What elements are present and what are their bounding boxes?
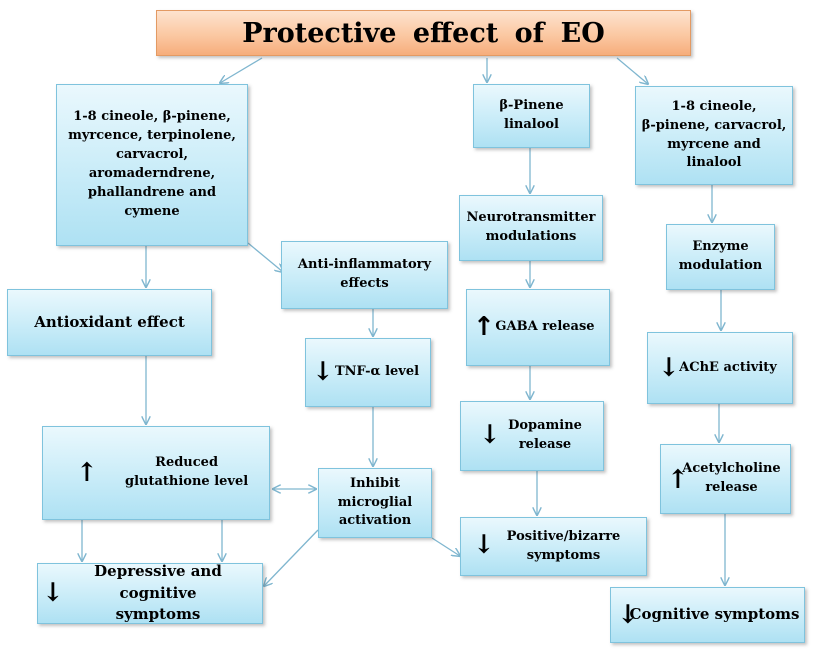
box-ache: ↓ AChE activity (647, 332, 793, 404)
microglial-label: Inhibit microglial activation (337, 475, 413, 529)
diagram-title: Protective effect of EO (242, 17, 605, 49)
ache-label: AChE activity (679, 359, 777, 375)
box-microglial: Inhibit microglial activation (318, 468, 432, 538)
box-compounds-right: 1-8 cineole, β-pinene, carvacrol, myrcen… (635, 86, 793, 185)
arrow-compounds-to-antiinflammatory (247, 242, 283, 272)
acetylcholine-label: Acetylcholine release (682, 461, 781, 495)
gaba-label: GABA release (495, 319, 595, 335)
arrow-title-to-right (616, 57, 648, 84)
box-compounds-mid: β-Pinene linalool (473, 84, 590, 148)
compounds-right-label: 1-8 cineole, β-pinene, carvacrol, myrcen… (641, 98, 787, 171)
enzyme-label: Enzyme modulation (678, 239, 763, 273)
compounds-left-label: 1-8 cineole, β-pinene, myrcence, terpino… (68, 109, 236, 219)
box-dopamine: ↓ Dopamine release (460, 401, 604, 471)
title-box: Protective effect of EO (156, 10, 691, 56)
down-arrow-icon: ↓ (473, 530, 495, 560)
arrow-microglial-to-positive (431, 537, 460, 556)
cognitive-label: Cognitive symptoms (629, 605, 800, 624)
box-neurotransmitter: Neurotransmitter modulations (459, 195, 603, 261)
glutathione-label: Reduced glutathione level (125, 455, 249, 489)
arrow-microglial-to-depressive (264, 529, 319, 586)
depressive-label: Depressive and cognitive symptoms (94, 561, 222, 624)
up-arrow-icon: ↑ (667, 465, 689, 495)
box-positive: ↓ Positive/bizarre symptoms (460, 517, 647, 576)
anti-inflammatory-label: Anti-inflammatory effects (297, 257, 432, 291)
dopamine-label: Dopamine release (508, 418, 582, 452)
tnf-label: TNF-α level (334, 364, 420, 380)
box-glutathione: ↑ Reduced glutathione level (42, 426, 270, 520)
positive-label: Positive/bizarre symptoms (506, 528, 621, 563)
antioxidant-label: Antioxidant effect (34, 312, 185, 331)
box-depressive: ↓ Depressive and cognitive symptoms (37, 561, 263, 624)
down-arrow-icon: ↓ (617, 600, 639, 630)
down-arrow-icon: ↓ (312, 357, 334, 387)
neurotransmitter-label: Neurotransmitter modulations (466, 210, 596, 244)
down-arrow-icon: ↓ (658, 353, 680, 383)
box-tnf: ↓ TNF-α level (305, 338, 431, 407)
box-antioxidant: Antioxidant effect (7, 289, 212, 356)
arrow-title-to-left (220, 57, 263, 83)
compounds-mid-label: β-Pinene linalool (499, 98, 564, 132)
box-cognitive: ↓ Cognitive symptoms (610, 587, 805, 643)
down-arrow-icon: ↓ (42, 578, 64, 608)
up-arrow-icon: ↑ (76, 458, 98, 488)
box-compounds-left: 1-8 cineole, β-pinene, myrcence, terpino… (56, 84, 248, 246)
up-arrow-icon: ↑ (473, 312, 495, 342)
box-anti-inflammatory: Anti-inflammatory effects (281, 241, 448, 309)
box-acetylcholine: ↑ Acetylcholine release (660, 444, 791, 514)
box-gaba: ↑ GABA release (466, 289, 610, 366)
down-arrow-icon: ↓ (479, 420, 501, 450)
box-enzyme: Enzyme modulation (666, 224, 775, 290)
